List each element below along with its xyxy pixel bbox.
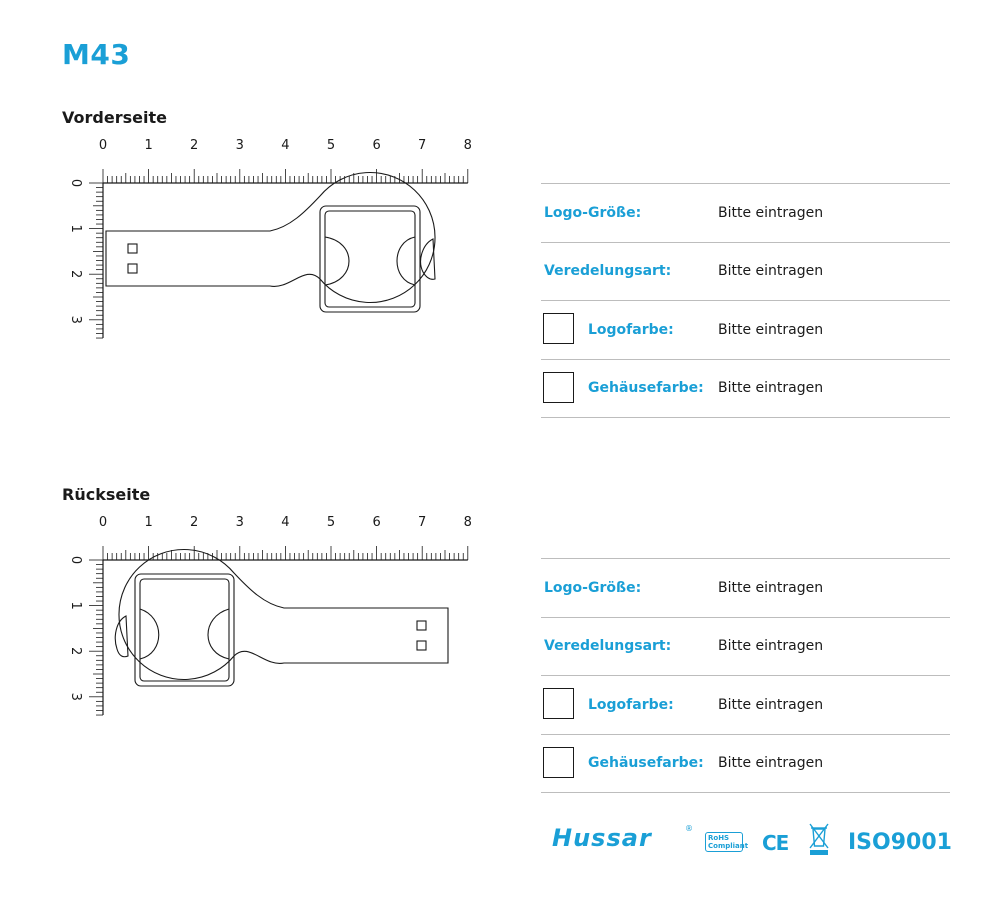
finish-field[interactable]: Bitte eintragen xyxy=(718,638,824,655)
front-heading: Vorderseite xyxy=(62,108,167,127)
ruler-x-label: 1 xyxy=(144,515,152,530)
ruler-x-label: 2 xyxy=(190,515,198,530)
back-logo-color-row: Logofarbe: Bitte eintragen xyxy=(541,675,950,734)
front-logo-size-row: Logo-Größe: Bitte eintragen xyxy=(541,183,950,242)
back-logo-size-row: Logo-Größe: Bitte eintragen xyxy=(541,558,950,617)
front-finish-row: Veredelungsart: Bitte eintragen xyxy=(541,241,950,301)
back-finish-row: Veredelungsart: Bitte eintragen xyxy=(541,616,950,676)
ruler-x-label: 5 xyxy=(327,515,335,530)
ruler-x-label: 6 xyxy=(372,515,380,530)
ruler-x-label: 5 xyxy=(327,138,335,153)
iso-number: 9001 xyxy=(890,830,952,855)
ruler-x-label: 8 xyxy=(464,138,472,153)
logo-color-label: Logofarbe: xyxy=(588,321,674,338)
back-drawing: 0 1 2 3 4 5 6 7 8 0 1 2 3 xyxy=(68,515,472,716)
ruler-x-label: 4 xyxy=(281,138,289,153)
rohs-compliant-text: Compliant xyxy=(708,842,749,850)
ruler-x-label: 3 xyxy=(236,138,244,153)
housing-color-swatch[interactable] xyxy=(543,371,574,403)
iso-9001-logo: ISO9001 xyxy=(848,830,952,855)
finish-label: Veredelungsart: xyxy=(544,263,672,280)
logo-color-label: Logofarbe: xyxy=(588,696,674,713)
logo-color-field[interactable]: Bitte eintragen xyxy=(718,321,824,338)
front-logo-color-row: Logofarbe: Bitte eintragen xyxy=(541,300,950,359)
iso-prefix: ISO xyxy=(848,830,891,855)
ruler-y-label: 0 xyxy=(68,556,83,564)
ruler-y-label: 3 xyxy=(68,693,83,701)
ce-mark: CE xyxy=(762,831,789,855)
logo-size-label: Logo-Größe: xyxy=(544,204,642,221)
logo-color-swatch[interactable] xyxy=(543,313,574,344)
logo-color-field[interactable]: Bitte eintragen xyxy=(718,696,824,713)
ruler-y-label: 3 xyxy=(68,316,83,324)
front-drawing: 0 1 2 3 4 5 6 7 8 0 1 2 3 xyxy=(68,138,472,339)
logo-size-label: Logo-Größe: xyxy=(544,579,642,596)
front-usb-key-outline xyxy=(105,172,436,313)
hussar-logo: Hussar xyxy=(552,824,652,852)
rohs-text: RoHS xyxy=(708,834,730,842)
rohs-badge: RoHS Compliant xyxy=(705,832,749,852)
ruler-y-label: 1 xyxy=(68,224,83,232)
finish-label: Veredelungsart: xyxy=(544,638,672,655)
weee-bin-icon xyxy=(809,823,829,855)
ruler-x-label: 1 xyxy=(144,138,152,153)
registered-mark: ® xyxy=(685,824,693,833)
back-housing-color-row: Gehäusefarbe: Bitte eintragen xyxy=(541,733,950,793)
ruler-x-label: 8 xyxy=(464,515,472,530)
front-form: Logo-Größe: Bitte eintragen Veredelungsa… xyxy=(541,183,950,418)
finish-field[interactable]: Bitte eintragen xyxy=(718,263,824,280)
logo-color-swatch[interactable] xyxy=(543,688,574,719)
ruler-x-label: 7 xyxy=(418,138,426,153)
model-title: M43 xyxy=(62,38,131,71)
housing-color-label: Gehäusefarbe: xyxy=(588,380,704,397)
housing-color-field[interactable]: Bitte eintragen xyxy=(718,380,824,397)
ruler-x-label: 3 xyxy=(236,515,244,530)
ruler-x-label: 0 xyxy=(99,515,107,530)
ruler-x-label: 6 xyxy=(372,138,380,153)
ruler-y-label: 0 xyxy=(68,179,83,187)
ruler-y-label: 2 xyxy=(68,647,83,655)
ruler-x-label: 4 xyxy=(281,515,289,530)
back-ruler: 0 1 2 3 4 5 6 7 8 0 1 2 3 xyxy=(68,515,472,716)
logo-size-field[interactable]: Bitte eintragen xyxy=(718,579,824,596)
back-heading: Rückseite xyxy=(62,485,151,504)
back-usb-key-outline xyxy=(114,549,449,687)
logo-size-field[interactable]: Bitte eintragen xyxy=(718,204,824,221)
ruler-x-label: 7 xyxy=(418,515,426,530)
certification-footer: Hussar ® RoHS Compliant CE ISO9001 xyxy=(552,822,952,862)
ruler-y-label: 1 xyxy=(68,601,83,609)
housing-color-field[interactable]: Bitte eintragen xyxy=(718,755,824,772)
front-ruler: 0 1 2 3 4 5 6 7 8 0 1 2 3 xyxy=(68,138,472,339)
ruler-y-label: 2 xyxy=(68,270,83,278)
ruler-x-label: 2 xyxy=(190,138,198,153)
back-form: Logo-Größe: Bitte eintragen Veredelungsa… xyxy=(541,558,950,793)
housing-color-label: Gehäusefarbe: xyxy=(588,755,704,772)
housing-color-swatch[interactable] xyxy=(543,746,574,778)
front-housing-color-row: Gehäusefarbe: Bitte eintragen xyxy=(541,358,950,418)
ruler-x-label: 0 xyxy=(99,138,107,153)
